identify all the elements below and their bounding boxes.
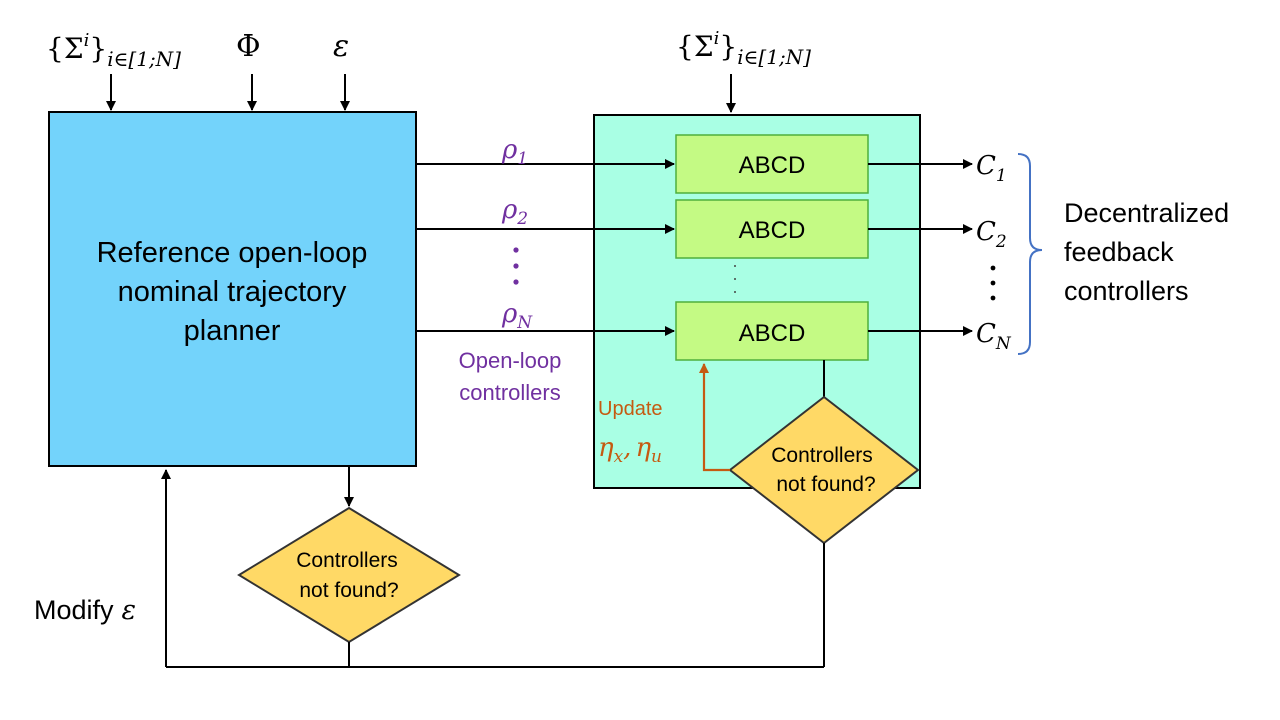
signals-vertical-dots — [513, 247, 519, 285]
label-rho1: ρ1 — [501, 135, 528, 169]
label-rhoN: ρN — [501, 299, 533, 333]
planner-block — [48, 111, 417, 467]
open-loop-label-line2: controllers — [459, 380, 560, 405]
decision-right-line2: not found? — [776, 473, 875, 496]
abcd-label-3: ABCD — [739, 320, 806, 347]
svg-text:{Σi}i∈[1;N]: {Σi}i∈[1;N] — [46, 30, 181, 71]
abcd-block-2 — [675, 199, 869, 259]
input-sigma-left: {Σi}i∈[1;N] — [46, 30, 181, 71]
update-label: Update — [598, 398, 663, 420]
update-eta-label: ηx,ηu — [598, 433, 662, 467]
label-c2: C2 — [976, 217, 1007, 252]
label-cN: CN — [976, 319, 1012, 354]
planner-label-line3: planner — [184, 315, 281, 347]
input-sigma-right: {Σi}i∈[1;N] — [676, 28, 811, 69]
abcd-block-1 — [675, 134, 869, 194]
output-brace — [1017, 153, 1043, 355]
outputs-vertical-dots — [990, 265, 996, 301]
decision-right-line1: Controllers — [771, 444, 873, 467]
decentralized-label-line1: Decentralized — [1064, 198, 1229, 228]
decision-bottom-line1: Controllers — [296, 549, 398, 572]
decision-bottom-diamond — [237, 506, 461, 644]
decentralized-label-line2: feedback — [1064, 237, 1174, 267]
svg-text:{Σi}i∈[1;N]: {Σi}i∈[1;N] — [676, 28, 811, 69]
decision-bottom-line2: not found? — [299, 579, 398, 602]
label-c1: C1 — [976, 151, 1007, 186]
abcd-block-3 — [675, 301, 869, 361]
planner-label-line2: nominal trajectory — [118, 276, 347, 308]
arrow-update-feedback — [699, 363, 730, 472]
open-loop-label-line1: Open-loop — [459, 348, 562, 373]
abcd-label-2: ABCD — [739, 217, 806, 244]
abcd-label-1: ABCD — [739, 152, 806, 179]
decentralized-label-line3: controllers — [1064, 276, 1189, 306]
abcd-vertical-dots — [734, 265, 736, 293]
input-epsilon: ε — [333, 29, 349, 64]
input-phi: Φ — [236, 29, 261, 64]
planner-label-line1: Reference open-loop — [97, 237, 368, 269]
label-rho2: ρ2 — [501, 195, 528, 229]
